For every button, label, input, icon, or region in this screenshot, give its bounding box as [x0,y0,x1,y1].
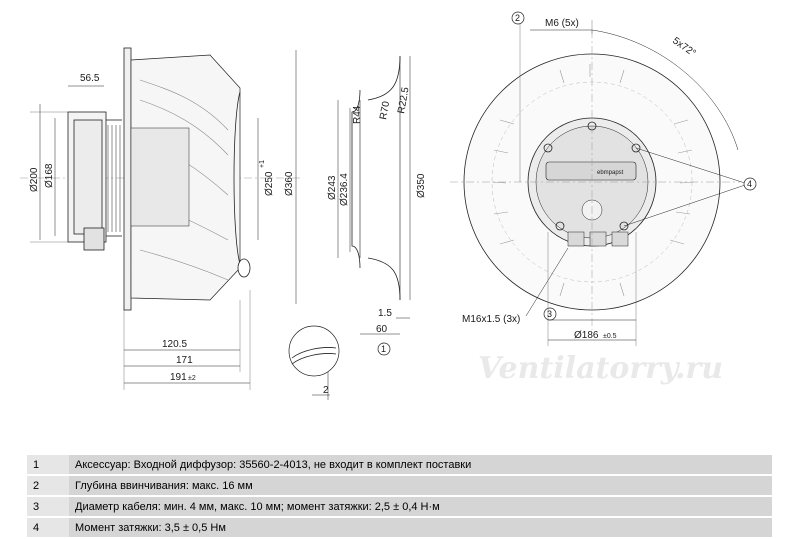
note-number: 2 [27,475,69,497]
dim-angle-5x72: 5x72° [670,35,697,59]
note-row: 4 Момент затяжки: 3,5 ± 0,5 Нм [27,517,772,539]
note-text: Аксессуар: Входной диффузор: 35560-2-401… [69,455,772,476]
note-text: Глубина ввинчивания: макс. 16 мм [69,475,772,497]
note-text: Диаметр кабеля: мин. 4 мм, макс. 10 мм; … [69,496,772,518]
dim-191-tolerance: ±2 [188,375,196,382]
diffuser-view [288,55,411,400]
note-row: 1 Аксессуар: Входной диффузор: 35560-2-4… [27,455,772,476]
dim-d250: Ø250 [264,171,275,196]
dim-d236-4: Ø236.4 [339,173,350,206]
brand-label: ebmpapst [597,170,624,176]
dim-d250-tolerance: +1 [259,160,266,168]
dim-m16: M16x1.5 (3x) [462,314,520,325]
dim-d243: Ø243 [327,175,338,200]
technical-drawing: Ventilatorry.ru [20,11,757,400]
callout-1: 1 [381,344,386,354]
note-number: 1 [27,455,69,476]
dim-120-5: 120.5 [162,339,187,350]
dim-d186: Ø186 [574,330,599,341]
side-view [20,47,300,390]
dim-191: 191 [170,372,187,383]
dim-r70: R70 [378,100,392,120]
dim-2: 2 [323,385,329,396]
note-row: 2 Глубина ввинчивания: макс. 16 мм [27,475,772,497]
dim-171: 171 [176,355,193,366]
note-number: 4 [27,517,69,539]
dim-d168: Ø168 [44,163,55,188]
dim-d350: Ø350 [416,173,427,198]
dim-56-5: 56.5 [80,73,100,84]
note-number: 3 [27,496,69,518]
callout-2: 2 [515,13,520,23]
note-text: Момент затяжки: 3,5 ± 0,5 Нм [69,517,772,539]
callout-4: 4 [747,179,752,189]
dim-m6: M6 (5x) [545,18,579,29]
note-row: 3 Диаметр кабеля: мин. 4 мм, макс. 10 мм… [27,496,772,518]
callout-3: 3 [547,309,552,319]
front-view [450,11,757,346]
dim-d200: Ø200 [29,167,40,192]
watermark: Ventilatorry.ru [478,351,723,386]
dim-d186-tolerance: ±0.5 [603,333,617,340]
dim-60: 60 [376,324,388,335]
dim-r44: R44 [352,105,363,124]
dim-d360: Ø360 [284,171,295,196]
dim-r22-5: R22.5 [396,86,412,115]
dim-1-5: 1.5 [378,308,392,319]
notes-table: 1 Аксессуар: Входной диффузор: 35560-2-4… [27,455,772,539]
